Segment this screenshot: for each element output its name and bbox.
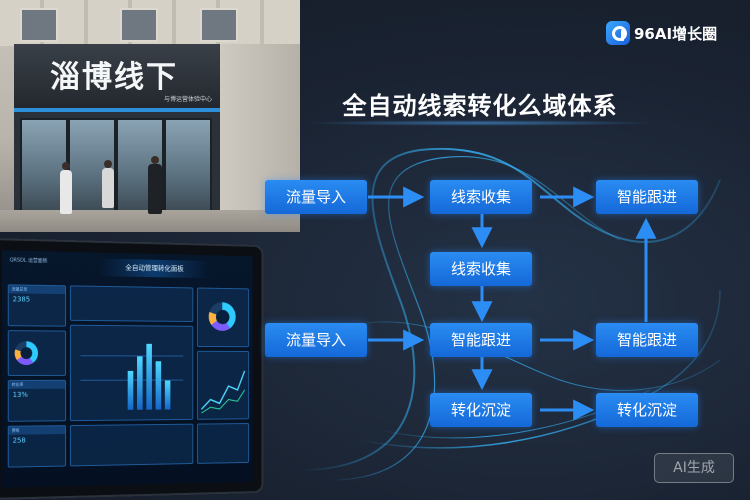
flow-node-traffic-import: 流量导入: [265, 180, 367, 214]
flow-node-lead-collect: 线索收集: [430, 180, 532, 214]
sidewalk: [0, 210, 300, 232]
flow-node-conversion: 转化沉淀: [430, 393, 532, 427]
store-sign-subtext: 与博运营体验中心: [164, 96, 213, 103]
headline: 全自动线索转化么域体系: [342, 92, 618, 120]
upper-window: [120, 8, 158, 42]
person-head: [104, 160, 112, 168]
store-sign: 淄博线下 与博运营体验中心: [14, 44, 220, 112]
flow-node-lead-collect: 线索收集: [430, 252, 532, 286]
brand-name: 96AI增长圈: [634, 24, 718, 43]
flow-node-smart-follow: 智能跟进: [596, 180, 698, 214]
flow-node-smart-follow: 智能跟进: [430, 323, 532, 357]
ai-generated-badge: AI生成: [654, 453, 734, 483]
flow-node-smart-follow: 智能跟进: [596, 323, 698, 357]
upper-window: [20, 8, 58, 42]
infinity-9-logo-icon: [606, 21, 630, 45]
flow-node-conversion: 转化沉淀: [596, 393, 698, 427]
flow-arrows: [368, 186, 657, 421]
upper-window: [200, 8, 238, 42]
storefront-photo: 淄博线下 与博运营体验中心: [0, 0, 300, 232]
person-head: [151, 156, 159, 164]
glass-panel: [164, 118, 212, 212]
brand-logo: 96AI增长圈: [606, 20, 717, 46]
person-figure: [60, 170, 72, 214]
flow-node-traffic-import: 流量导入: [265, 323, 367, 357]
store-sign-text: 淄博线下: [50, 60, 178, 95]
person-figure: [148, 164, 162, 214]
headline-underline-glow: [300, 120, 660, 126]
person-figure: [102, 168, 114, 208]
person-head: [62, 162, 70, 170]
